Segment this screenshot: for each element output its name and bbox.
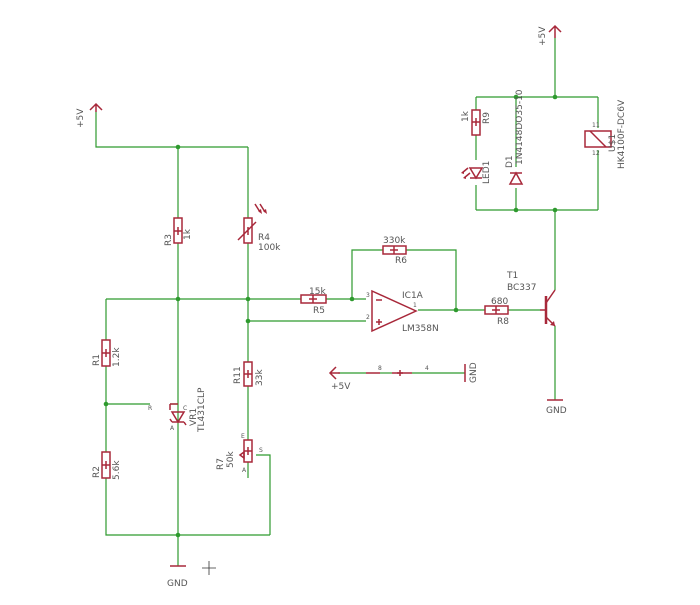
svg-text:R: R xyxy=(148,405,152,412)
r5-name: R5 xyxy=(313,306,325,316)
resistor-r2: R2 5.6k xyxy=(92,451,122,480)
r5-value: 15k xyxy=(309,287,326,297)
ground-right: GND xyxy=(546,399,567,416)
resistor-r4-ldr: R4 100k xyxy=(237,203,281,253)
led1-name: LED1 xyxy=(482,161,492,184)
resistor-r1: R1 1.2k xyxy=(92,339,122,367)
u1-value: HK4100F-DC6V xyxy=(617,99,627,169)
r2-name: R2 xyxy=(92,466,102,478)
gnd-right-label: GND xyxy=(546,406,567,416)
opamp-ic1a: 3 2 1 IC1A LM358N xyxy=(366,289,439,334)
resistor-r9: 1k R9 xyxy=(461,109,492,136)
resistor-r11: R11 33k xyxy=(233,361,265,387)
t1-value: BC337 xyxy=(507,283,536,293)
ground-mid: GND xyxy=(464,362,479,383)
resistor-r5: 15k R5 xyxy=(300,287,327,316)
r6-name: R6 xyxy=(395,256,407,266)
svg-text:4: 4 xyxy=(425,365,429,372)
svg-text:A: A xyxy=(242,467,247,474)
resistor-r6: 330k R6 xyxy=(382,236,407,266)
u1-name: U$1 xyxy=(608,134,618,152)
wires xyxy=(95,38,599,566)
resistor-r3: R3 1k xyxy=(164,217,193,246)
vr1-name: VR1 xyxy=(189,408,199,426)
svg-text:E: E xyxy=(241,433,245,440)
r3-value: 1k xyxy=(183,228,193,240)
r7-value: 50k xyxy=(226,451,236,468)
supply-left-vcc: +5V xyxy=(76,102,103,128)
led-led1: LED1 xyxy=(461,161,492,184)
svg-text:8: 8 xyxy=(378,365,382,372)
svg-text:S: S xyxy=(259,447,263,454)
tl431-vr1: R A C VR1 TL431CLP xyxy=(148,387,207,433)
ic1a-name: IC1A xyxy=(402,291,424,301)
svg-text:3: 3 xyxy=(366,292,370,299)
t1-name: T1 xyxy=(506,271,518,281)
d1-name: D1 xyxy=(505,155,515,168)
supply-bottom-vcc: +5V xyxy=(328,366,351,392)
gnd-left-label: GND xyxy=(167,579,188,589)
r11-name: R11 xyxy=(233,366,243,384)
transistor-t1: T1 BC337 xyxy=(506,271,556,327)
vcc-bottom-label: +5V xyxy=(331,382,351,392)
opamp-power-pins: 8 4 xyxy=(366,365,429,376)
r9-value: 1k xyxy=(461,110,471,122)
svg-text:C: C xyxy=(183,405,187,412)
r4-name: R4 xyxy=(258,233,270,243)
r4-value: 100k xyxy=(258,243,281,253)
crosshair-cursor-icon xyxy=(202,561,216,575)
d1-value: 1N4148DO35-10 xyxy=(515,89,525,165)
r8-name: R8 xyxy=(497,317,509,327)
r9-name: R9 xyxy=(482,112,492,124)
junctions xyxy=(103,94,558,538)
svg-text:1: 1 xyxy=(413,302,417,309)
relay-u1: 11 12 U$1 HK4100F-DC6V xyxy=(584,99,627,169)
r2-value: 5.6k xyxy=(112,460,122,480)
r1-value: 1.2k xyxy=(112,347,122,367)
ic1a-value: LM358N xyxy=(402,324,439,334)
r11-value: 33k xyxy=(255,369,265,386)
svg-text:A: A xyxy=(170,425,175,432)
svg-text:12: 12 xyxy=(592,150,600,157)
r3-name: R3 xyxy=(164,234,174,246)
vr1-value: TL431CLP xyxy=(197,387,207,433)
resistor-r8: 680 R8 xyxy=(484,297,509,327)
r6-value: 330k xyxy=(383,236,406,246)
r7-name: R7 xyxy=(216,458,226,470)
vcc-left-label: +5V xyxy=(76,108,86,128)
svg-text:11: 11 xyxy=(592,122,600,129)
r8-value: 680 xyxy=(491,297,508,307)
diode-d1: D1 1N4148DO35-10 xyxy=(505,89,525,185)
vcc-right-label: +5V xyxy=(538,26,548,46)
svg-text:2: 2 xyxy=(366,314,370,321)
trimmer-r7: E A S R7 50k xyxy=(216,433,263,474)
ground-left: GND xyxy=(167,565,188,589)
supply-right-vcc: +5V xyxy=(538,24,562,46)
gnd-mid-label: GND xyxy=(469,362,479,383)
r1-name: R1 xyxy=(92,354,102,366)
